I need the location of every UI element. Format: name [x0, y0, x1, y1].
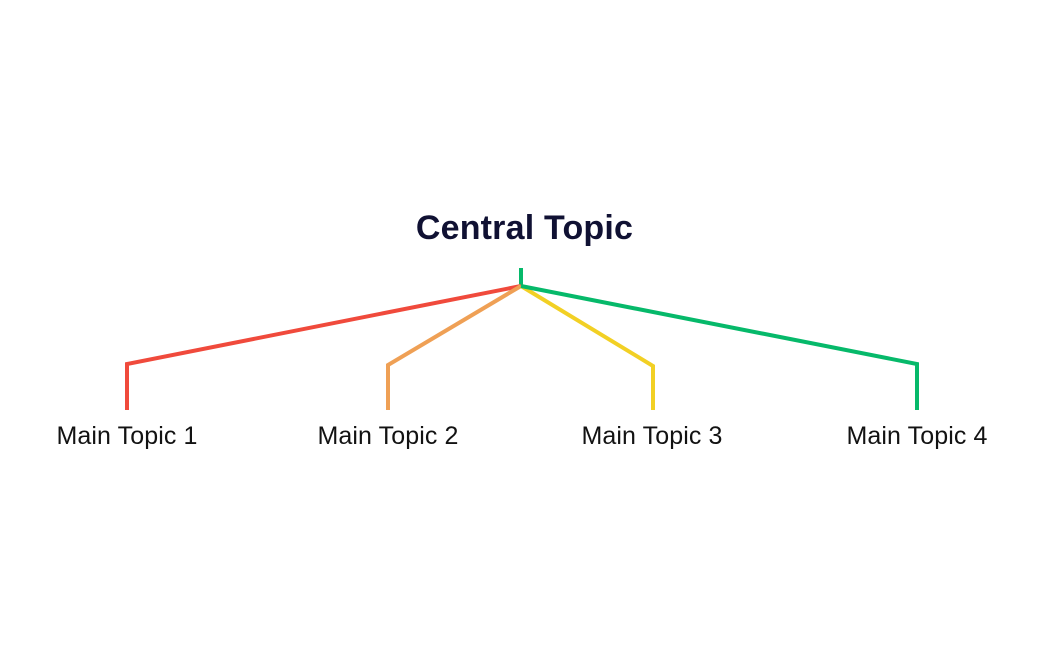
- connector-branch-4: [520, 284, 919, 410]
- main-topic-2-label[interactable]: Main Topic 2: [317, 422, 459, 450]
- main-topic-1-label[interactable]: Main Topic 1: [56, 422, 198, 450]
- central-topic-label[interactable]: Central Topic: [415, 209, 634, 247]
- main-topic-4-label[interactable]: Main Topic 4: [846, 422, 988, 450]
- connector-branch-3: [519, 284, 655, 410]
- connector-branch-1: [125, 284, 522, 410]
- connector-branch-2: [386, 284, 523, 410]
- main-topic-3-label[interactable]: Main Topic 3: [581, 422, 723, 450]
